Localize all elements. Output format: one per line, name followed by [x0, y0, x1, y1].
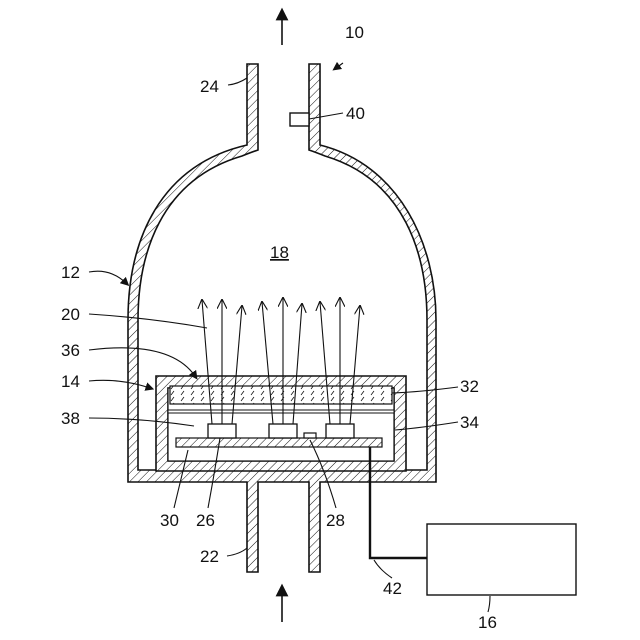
- substrate-plate: [176, 438, 382, 447]
- label-16: 16: [478, 613, 497, 632]
- label-24: 24: [200, 77, 219, 96]
- window-plate: [170, 386, 392, 404]
- label-32: 32: [460, 377, 479, 396]
- emitter-1: [208, 424, 236, 438]
- label-22: 22: [200, 547, 219, 566]
- label-20: 20: [61, 305, 80, 324]
- chamber-wall: [128, 64, 436, 572]
- emitter-3: [326, 424, 354, 438]
- label-18: 18: [270, 243, 289, 262]
- label-42: 42: [383, 579, 402, 598]
- label-38: 38: [61, 409, 80, 428]
- sensor-box: [290, 113, 309, 126]
- controller-box: [427, 524, 576, 595]
- label-40: 40: [346, 104, 365, 123]
- label-28: 28: [326, 511, 345, 530]
- label-34: 34: [460, 413, 479, 432]
- element-28: [304, 433, 316, 438]
- emitter-2: [269, 424, 297, 438]
- label-10: 10: [345, 23, 364, 42]
- label-30: 30: [160, 511, 179, 530]
- label-12: 12: [61, 263, 80, 282]
- label-26: 26: [196, 511, 215, 530]
- label-36: 36: [61, 341, 80, 360]
- side-wall-34: [168, 410, 394, 413]
- label-14: 14: [61, 372, 80, 391]
